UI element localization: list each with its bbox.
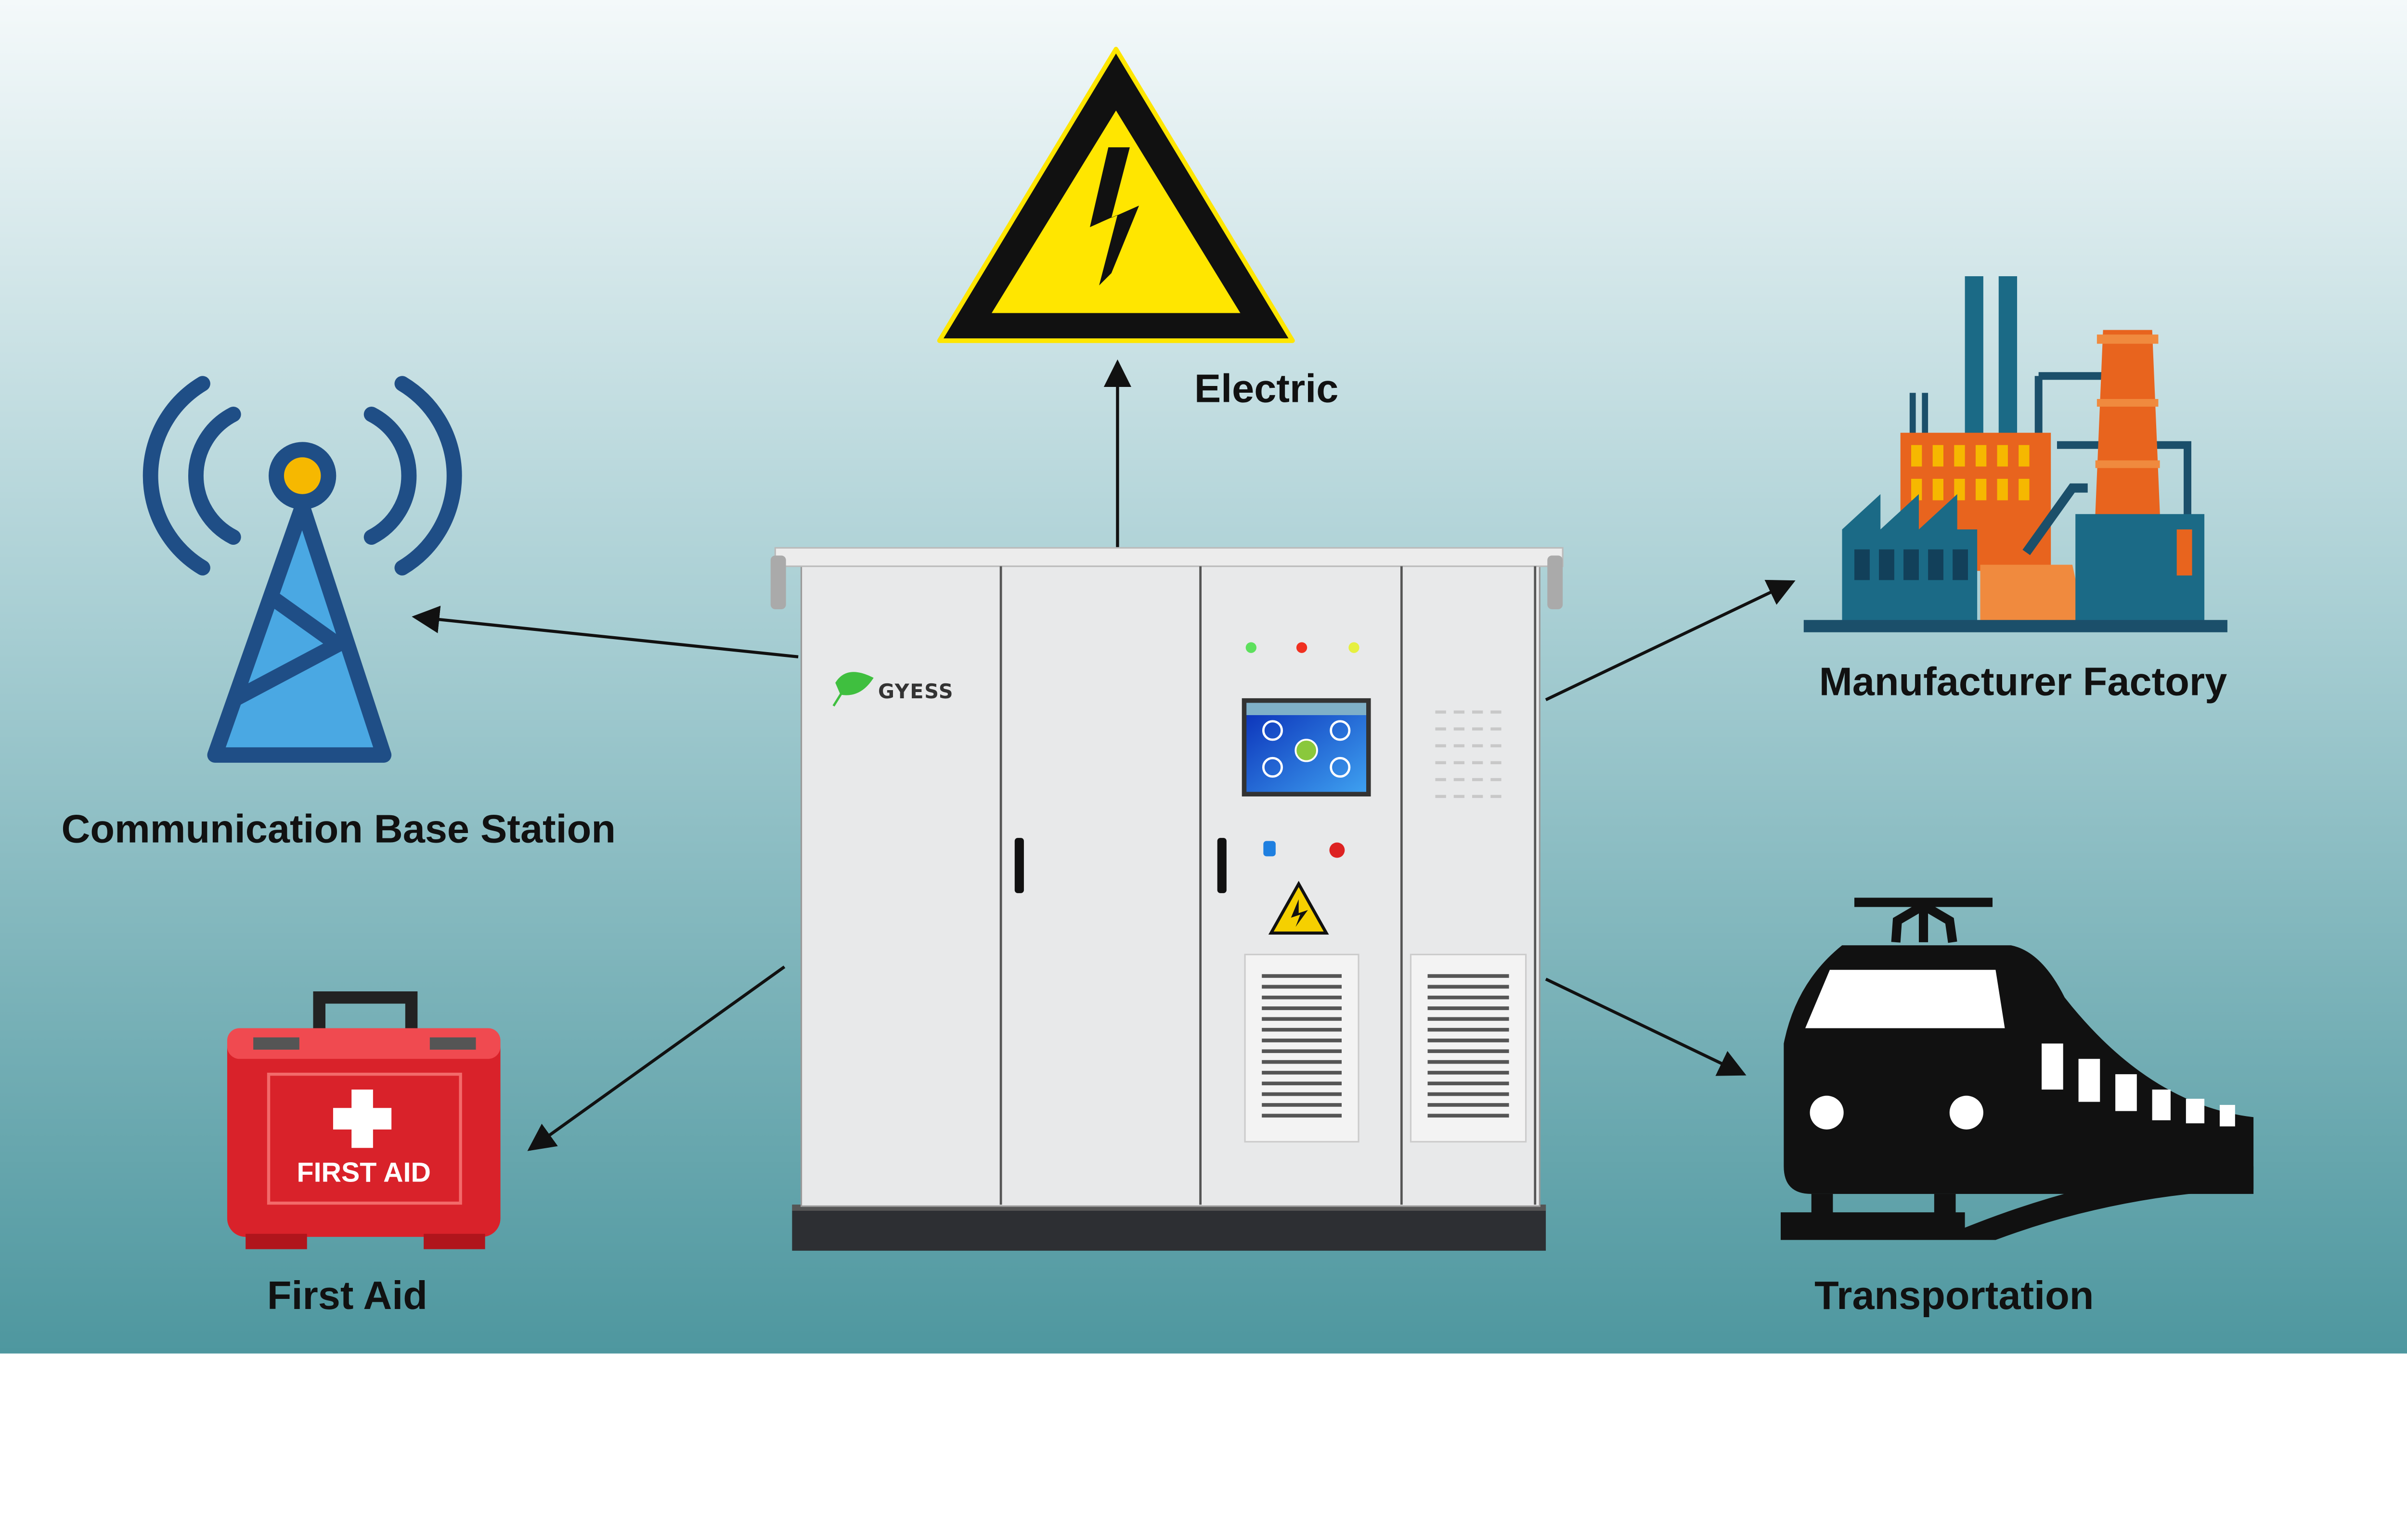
label-electric: Electric (1194, 366, 1339, 411)
status-light-yellow (1348, 642, 1359, 653)
label-factory: Manufacturer Factory (1819, 659, 2227, 704)
brand-logo (832, 672, 874, 707)
start-button[interactable] (1263, 841, 1276, 857)
arrow-first-aid (527, 965, 786, 1151)
first-aid-kit-icon (227, 991, 501, 1249)
touch-screen[interactable] (1242, 698, 1371, 796)
label-first-aid: First Aid (267, 1273, 427, 1318)
first-aid-kit-text: FIRST AID (297, 1157, 431, 1188)
factory-icon (1803, 276, 2227, 632)
communication-tower-icon (142, 376, 462, 763)
label-base-station: Communication Base Station (62, 807, 616, 851)
arrow-factory (1545, 579, 1796, 701)
side-vent-slots (1435, 710, 1509, 798)
emergency-stop-button[interactable] (1329, 842, 1345, 858)
status-light-red (1296, 642, 1307, 653)
arrow-transportation (1545, 977, 1747, 1076)
vent-grille-left (1244, 953, 1359, 1143)
arrows (412, 359, 1796, 1151)
vent-grille-right (1410, 953, 1527, 1143)
status-light-green (1245, 642, 1257, 653)
door-handle-left[interactable] (1014, 838, 1024, 893)
door-handle-right[interactable] (1217, 838, 1227, 893)
high-voltage-sticker-icon (1268, 881, 1329, 935)
brand-name: GYESS (878, 680, 954, 703)
electric-warning-icon (937, 47, 1295, 343)
energy-storage-cabinet: GYESS (770, 547, 1564, 1251)
arrow-base-station (412, 605, 799, 658)
label-transportation: Transportation (1814, 1273, 2094, 1318)
train-icon (1780, 898, 2254, 1240)
diagram-canvas: Electric Communication Base Station (0, 0, 2407, 1354)
